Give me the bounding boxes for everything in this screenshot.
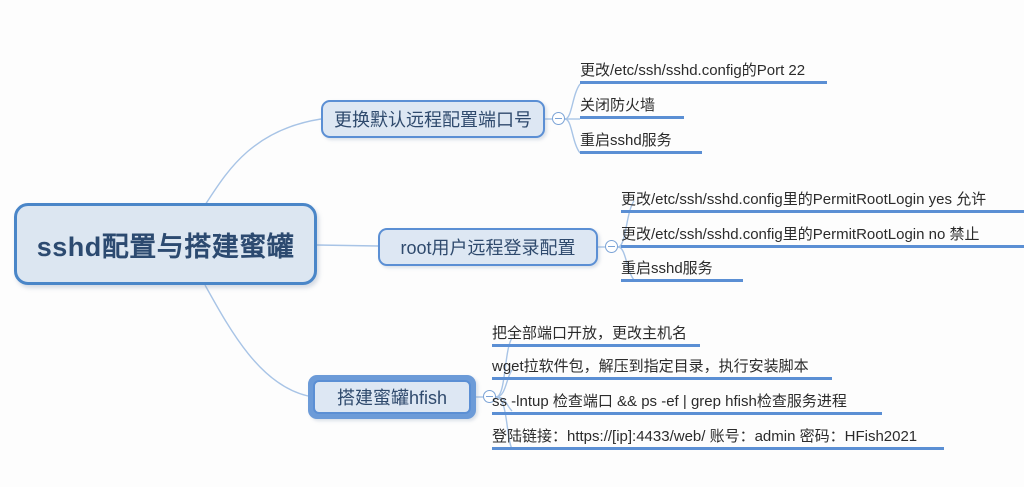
leaf-underline	[492, 344, 700, 347]
leaf-underline	[492, 447, 944, 450]
branch-node-change-port[interactable]: 更换默认远程配置端口号	[321, 100, 545, 138]
edge-root-to-branch-1	[316, 244, 379, 247]
leaf-item[interactable]: 关闭防火墙	[580, 96, 684, 119]
edge-root-to-branch-2	[204, 284, 309, 397]
branch-node-inner: 搭建蜜罐hfish	[313, 380, 471, 414]
leaf-underline	[621, 210, 1024, 213]
leaf-underline	[580, 116, 684, 119]
collapse-toggle-icon-branch-1[interactable]	[605, 240, 618, 253]
leaf-label: 登陆链接：https://[ip]:4433/web/ 账号：admin 密码：…	[492, 428, 918, 445]
root-node-label: sshd配置与搭建蜜罐	[36, 231, 295, 262]
leaf-item[interactable]: 重启sshd服务	[580, 131, 702, 154]
leaf-label: 更改/etc/ssh/sshd.config的Port 22	[580, 62, 806, 79]
leaf-underline	[621, 245, 1024, 248]
leaf-label: 重启sshd服务	[580, 132, 672, 149]
edge-branch-0-leaf-2	[564, 118, 581, 154]
leaf-label: ss -lntup 检查端口 && ps -ef | grep hfish检查服…	[492, 393, 847, 410]
leaf-item[interactable]: 更改/etc/ssh/sshd.config里的PermitRootLogin …	[621, 190, 1024, 213]
leaf-label: 重启sshd服务	[621, 260, 713, 277]
leaf-label: wget拉软件包，解压到指定目录，执行安装脚本	[492, 358, 809, 375]
leaf-item[interactable]: ss -lntup 检查端口 && ps -ef | grep hfish检查服…	[492, 392, 882, 415]
leaf-underline	[492, 377, 832, 380]
leaf-item[interactable]: 重启sshd服务	[621, 259, 743, 282]
collapse-toggle-icon-branch-0[interactable]	[552, 112, 565, 125]
leaf-item[interactable]: wget拉软件包，解压到指定目录，执行安装脚本	[492, 357, 832, 380]
collapse-toggle-icon-branch-2[interactable]	[483, 390, 496, 403]
leaf-item[interactable]: 更改/etc/ssh/sshd.config的Port 22	[580, 61, 827, 84]
leaf-underline	[492, 412, 882, 415]
leaf-label: 更改/etc/ssh/sshd.config里的PermitRootLogin …	[621, 226, 980, 243]
root-node[interactable]: sshd配置与搭建蜜罐	[14, 203, 317, 285]
branch-node-label: root用户远程登录配置	[400, 238, 576, 258]
edge-root-to-branch-0	[204, 118, 322, 206]
leaf-underline	[580, 81, 827, 84]
edge-branch-0-leaf-0	[564, 83, 581, 120]
branch-node-root-login[interactable]: root用户远程登录配置	[378, 228, 598, 266]
leaf-label: 关闭防火墙	[580, 97, 656, 114]
leaf-item[interactable]: 登陆链接：https://[ip]:4433/web/ 账号：admin 密码：…	[492, 427, 944, 450]
leaf-item[interactable]: 把全部端口开放，更改主机名	[492, 324, 700, 347]
leaf-underline	[621, 279, 743, 282]
branch-node-label: 更换默认远程配置端口号	[334, 110, 532, 130]
leaf-label: 把全部端口开放，更改主机名	[492, 325, 688, 342]
leaf-underline	[580, 151, 702, 154]
leaf-item[interactable]: 更改/etc/ssh/sshd.config里的PermitRootLogin …	[621, 225, 1024, 248]
branch-node-build-honeypot[interactable]: 搭建蜜罐hfish	[308, 375, 476, 419]
branch-node-label: 搭建蜜罐hfish	[336, 388, 448, 408]
leaf-label: 更改/etc/ssh/sshd.config里的PermitRootLogin …	[621, 191, 987, 208]
